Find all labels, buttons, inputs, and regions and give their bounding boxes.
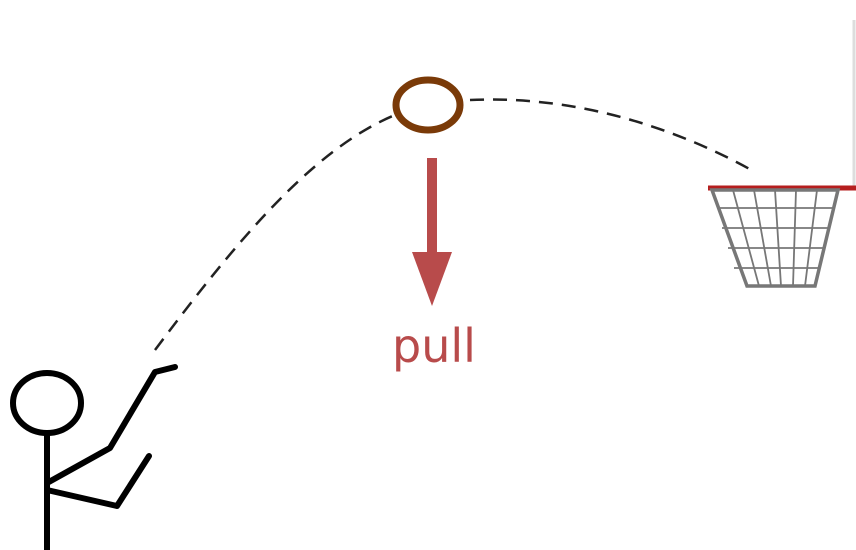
stick-figure-upper-arm (44, 364, 178, 486)
hoop-net (709, 188, 841, 288)
stick-figure (10, 364, 178, 550)
pull-label: pull (392, 319, 476, 373)
trajectory-path (154, 98, 756, 351)
pull-arrow (412, 158, 452, 306)
basketball (392, 76, 464, 134)
stick-figure-head (10, 370, 84, 436)
basketball-hoop (708, 20, 856, 288)
stick-figure-lower-arm (44, 453, 152, 509)
